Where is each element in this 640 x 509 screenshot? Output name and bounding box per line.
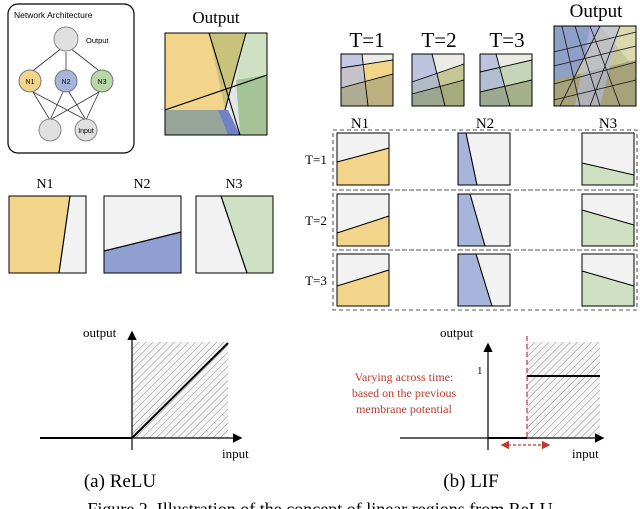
left-n2-plot: [103, 195, 182, 274]
timestep-title-2: T=2: [421, 28, 456, 52]
lif-xlabel: input: [572, 446, 599, 461]
lif-threshold-value: 1: [477, 365, 483, 377]
grid-r1-n2: [457, 132, 511, 186]
relu-xlabel: input: [222, 446, 249, 461]
input-node-2: [74, 118, 98, 142]
left-output-title: Output: [192, 8, 240, 27]
n1-node-label: N1: [26, 79, 35, 86]
figure-caption: Figure 2. Illustration of the concept of…: [87, 499, 552, 509]
output-node: [53, 26, 79, 52]
row-label-2: T=2: [305, 213, 327, 228]
right-n2-title: N2: [476, 116, 494, 132]
output-node-label: Output: [86, 36, 109, 45]
lif-annotation-line-3: membrane potential: [356, 402, 452, 416]
timestep-plot-1: [340, 53, 394, 107]
left-n1-title: N1: [36, 177, 53, 192]
grid-r2-n3: [581, 193, 635, 247]
left-output-plot: [165, 33, 267, 135]
row-label-3: T=3: [305, 273, 327, 288]
right-output-border: [553, 25, 637, 107]
timestep-plot-3: [479, 53, 533, 107]
lif-annotation-line-1: Varying across time:: [355, 370, 454, 384]
grid-r2-n1: [336, 193, 390, 247]
left-n1-plot: [8, 195, 87, 274]
caption-relu: (a) ReLU: [84, 471, 157, 492]
n3-node-label: N3: [98, 79, 107, 86]
lif-plot: output input 1 Varying across time: base…: [352, 325, 605, 461]
right-output-plot: [554, 26, 636, 106]
grid-r2-n2: [457, 193, 511, 247]
grid-r3-n3: [581, 253, 635, 307]
relu-plot: output input: [40, 325, 249, 461]
input-node-label: Input: [78, 128, 94, 135]
row-label-1: T=1: [305, 152, 327, 167]
lif-ylabel: output: [440, 325, 474, 340]
lif-annotation-line-2: based on the previous: [352, 386, 457, 400]
network-edges: [29, 47, 103, 121]
left-n3-title: N3: [225, 177, 242, 192]
grid-r3-n2: [457, 253, 511, 307]
left-n2-title: N2: [133, 177, 150, 192]
timestep-plot-2: [411, 53, 465, 107]
network-architecture-panel: Network Architecture Output N1 N2 N3 Inp…: [7, 3, 135, 154]
network-title: Network Architecture: [14, 10, 93, 20]
n1-node: [18, 69, 42, 93]
n2-node: [54, 69, 78, 93]
left-output-border: [164, 32, 268, 136]
grid-r1-n1: [336, 132, 390, 186]
timestep-title-3: T=3: [489, 28, 524, 52]
grid-r1-n3: [581, 132, 635, 186]
right-n1-title: N1: [351, 116, 369, 132]
n3-node: [90, 69, 114, 93]
grid-r3-n1: [336, 253, 390, 307]
right-output-title: Output: [570, 1, 624, 22]
relu-ylabel: output: [83, 325, 117, 340]
right-n3-title: N3: [599, 116, 617, 132]
timestep-title-1: T=1: [349, 28, 384, 52]
left-n3-plot: [195, 195, 274, 274]
caption-lif: (b) LIF: [443, 471, 498, 492]
n2-node-label: N2: [62, 79, 71, 86]
input-node-1: [38, 118, 62, 142]
